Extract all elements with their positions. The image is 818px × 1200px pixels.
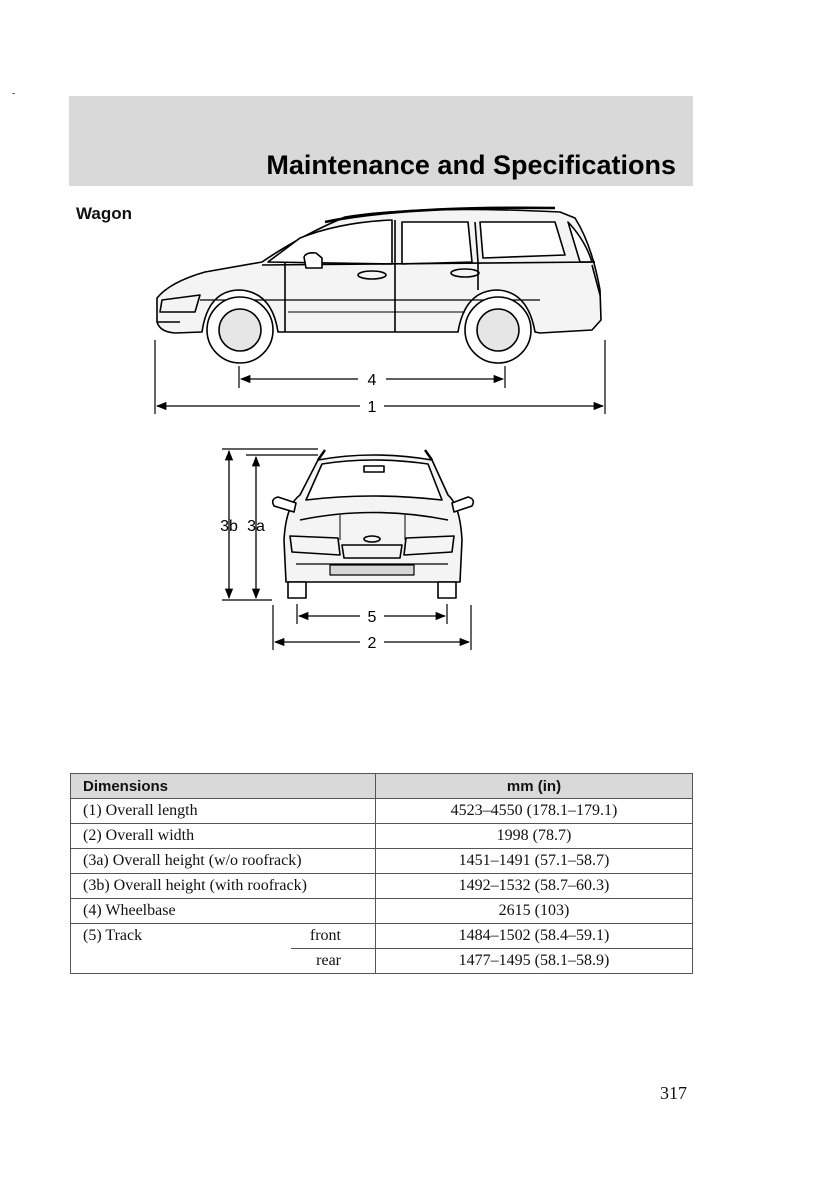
track-label: 5 — [368, 609, 377, 626]
track-cell: (5) Track front — [70, 923, 376, 949]
wheelbase-dimension: 4 — [239, 372, 505, 389]
height-with-roofrack-label: 3b — [220, 518, 238, 535]
row-label: (1) Overall length — [70, 798, 376, 824]
overall-width-dimension: 2 — [273, 635, 471, 652]
row-value: 4523–4550 (178.1–179.1) — [375, 798, 693, 824]
height-with-roofrack-dimension: 3b — [220, 449, 238, 600]
row-value: 1998 (78.7) — [375, 823, 693, 849]
page-number: 317 — [660, 1083, 687, 1103]
track-rear-value: 1477–1495 (58.1–58.9) — [375, 948, 693, 974]
row-label: (3b) Overall height (with roofrack) — [70, 873, 376, 899]
track-front-value: 1484–1502 (58.4–59.1) — [375, 923, 693, 949]
table-row: (4) Wheelbase 2615 (103) — [70, 898, 693, 924]
dimensions-table: Dimensions mm (in) (1) Overall length 45… — [70, 773, 693, 974]
table-row: (1) Overall length 4523–4550 (178.1–179.… — [70, 798, 693, 824]
track-subdivider — [291, 947, 376, 949]
table-row: (2) Overall width 1998 (78.7) — [70, 823, 693, 849]
track-front-label: front — [309, 927, 341, 945]
overall-width-label: 2 — [368, 635, 377, 652]
row-value: 1451–1491 (57.1–58.7) — [375, 848, 693, 874]
header-dimensions: Dimensions — [70, 773, 376, 799]
track-label-text: (5) Track — [83, 927, 143, 945]
side-extension-lines — [154, 340, 606, 414]
table-header-row: Dimensions mm (in) — [70, 773, 693, 799]
track-dimension: 5 — [297, 609, 447, 626]
table-row: (3b) Overall height (with roofrack) 1492… — [70, 873, 693, 899]
height-without-roofrack-label: 3a — [247, 518, 265, 535]
header-mm-in: mm (in) — [375, 773, 693, 799]
section-label: Wagon — [76, 204, 133, 223]
header-band: Maintenance and Specifications — [69, 96, 693, 186]
height-without-roofrack-dimension: 3a — [247, 455, 265, 600]
table-row: (3a) Overall height (w/o roofrack) 1451–… — [70, 848, 693, 874]
table-row-track-rear: rear 1477–1495 (58.1–58.9) — [70, 947, 693, 974]
row-label: (2) Overall width — [70, 823, 376, 849]
page-title: Maintenance and Specifications — [266, 150, 676, 180]
track-rear-cell: rear — [70, 947, 376, 974]
corner-mark: - — [12, 88, 16, 99]
wheelbase-label: 4 — [368, 372, 377, 389]
front-extension-lines — [222, 448, 472, 650]
row-label: (4) Wheelbase — [70, 898, 376, 924]
table-row-track-front: (5) Track front 1484–1502 (58.4–59.1) — [70, 923, 693, 949]
front-view-car — [271, 449, 475, 599]
side-view-car — [156, 206, 602, 334]
row-label: (3a) Overall height (w/o roofrack) — [70, 848, 376, 874]
overall-length-dimension: 1 — [155, 399, 605, 416]
track-rear-label: rear — [316, 951, 341, 969]
overall-length-label: 1 — [368, 399, 377, 416]
side-view-wheels — [206, 296, 532, 364]
row-value: 2615 (103) — [375, 898, 693, 924]
vehicle-dimension-diagram: 4 1 — [154, 206, 606, 652]
row-value: 1492–1532 (58.7–60.3) — [375, 873, 693, 899]
